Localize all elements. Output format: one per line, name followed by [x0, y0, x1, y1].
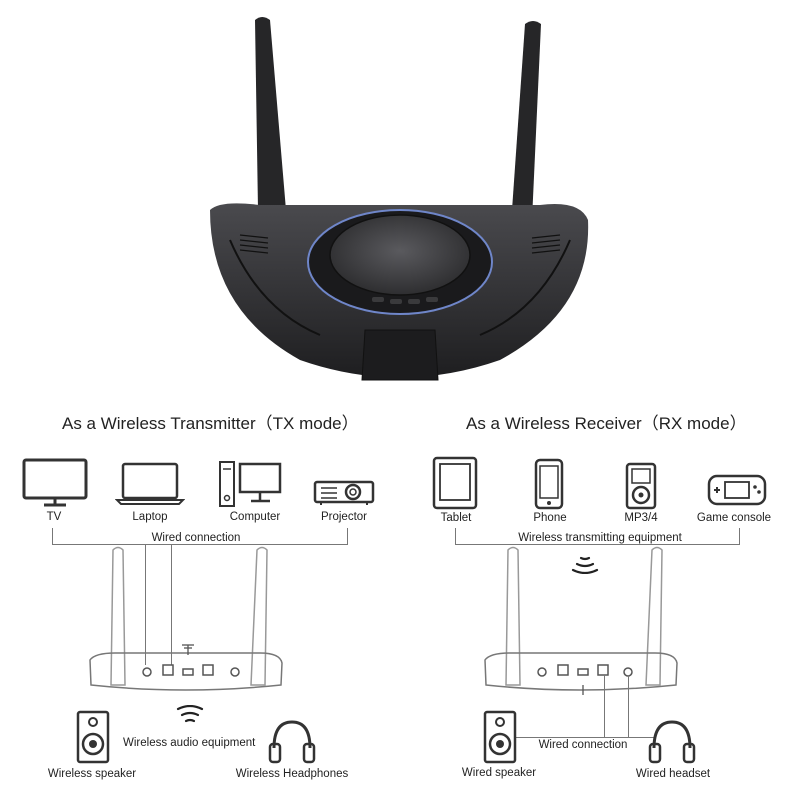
wireless-signal-icon: [176, 705, 204, 723]
tx-bracket-left: [52, 528, 53, 544]
rx-wired-connection-label: Wired connection: [538, 739, 628, 751]
tx-bracket-line: [52, 544, 348, 545]
speaker-icon: [483, 710, 517, 764]
projector-icon: [313, 480, 375, 505]
source-label-tablet: Tablet: [440, 512, 472, 524]
game-console-icon: [707, 474, 767, 506]
source-label-phone: Phone: [533, 512, 567, 524]
rx-mode-heading: As a Wireless Receiver（RX mode）: [466, 414, 747, 433]
source-label-computer: Computer: [229, 511, 281, 523]
product-photo: [210, 17, 589, 381]
wireless-signal-icon: [571, 556, 599, 574]
rx-wireless-transmitting-label: Wireless transmitting equipment: [514, 532, 686, 544]
tx-drop-line-2: [171, 545, 172, 665]
rx-device-drawing: [484, 546, 678, 695]
laptop-icon: [115, 462, 185, 505]
tx-wired-connection-label: Wired connection: [147, 532, 245, 544]
rx-drop-line-2: [628, 675, 629, 737]
source-label-game-console: Game console: [696, 512, 772, 524]
headset-icon: [648, 720, 696, 764]
tx-device-drawing: [89, 546, 283, 691]
rx-bracket-right: [739, 528, 740, 544]
phone-icon: [534, 458, 564, 510]
tx-mode-heading: As a Wireless Transmitter（TX mode）: [62, 414, 359, 433]
tx-drop-line-1: [145, 545, 146, 665]
mp3-player-icon: [625, 462, 657, 510]
rx-wired-line: [515, 737, 655, 738]
rx-bracket-line: [455, 544, 740, 545]
rx-drop-line-1: [604, 675, 605, 737]
source-label-mp3: MP3/4: [624, 512, 658, 524]
headphones-icon: [268, 720, 316, 764]
rx-bracket-left: [455, 528, 456, 544]
tx-wireless-audio-label: Wireless audio equipment: [123, 737, 256, 749]
speaker-icon: [76, 710, 110, 764]
rx-output-label-headset: Wired headset: [635, 768, 711, 780]
computer-icon: [219, 461, 282, 507]
tablet-icon: [432, 456, 478, 510]
source-label-tv: TV: [46, 511, 62, 523]
source-label-laptop: Laptop: [132, 511, 168, 523]
tx-output-label-headphones: Wireless Headphones: [235, 768, 349, 780]
tx-output-label-speaker: Wireless speaker: [47, 768, 137, 780]
tv-icon: [22, 458, 88, 507]
source-label-projector: Projector: [320, 511, 368, 523]
tx-bracket-right: [347, 528, 348, 544]
rx-output-label-speaker: Wired speaker: [461, 767, 537, 779]
